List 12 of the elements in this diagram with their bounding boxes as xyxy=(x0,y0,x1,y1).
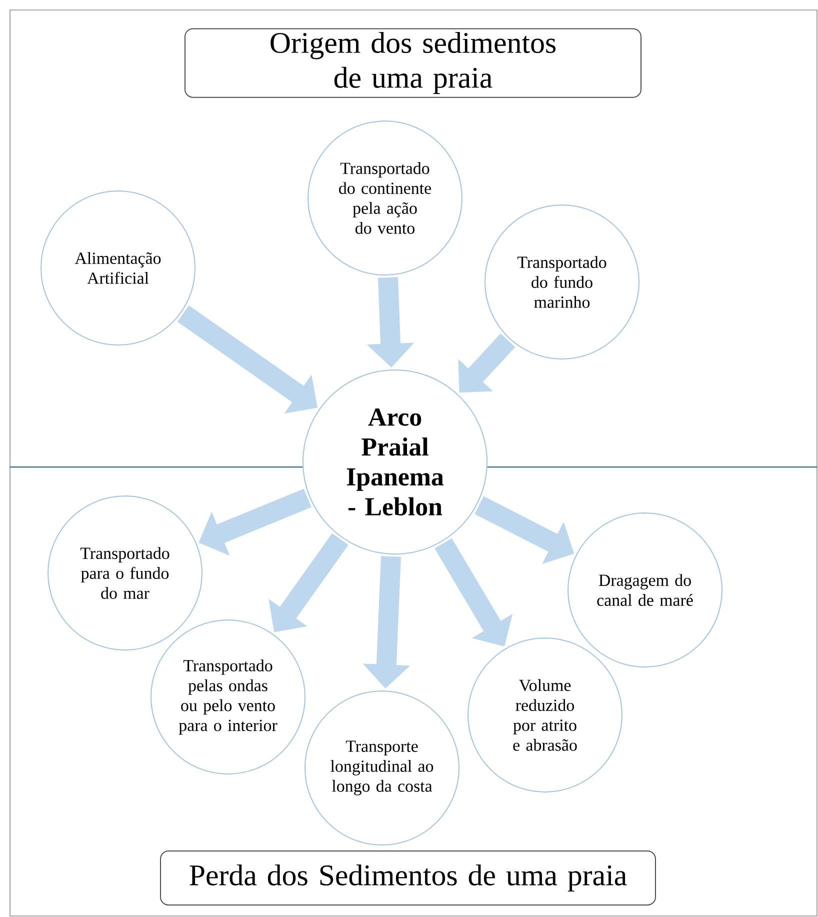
circle-node: Dragagem do canal de maré xyxy=(568,512,722,668)
circle-node: Transporte longitudinal ao longo da costa xyxy=(304,690,460,846)
circle-node: Transportado do continente pela ação do vento xyxy=(308,120,462,276)
circle-node: Alimentação Artificial xyxy=(40,190,196,346)
circle-node: Arco Praial Ipanema - Leblon xyxy=(302,370,488,554)
circle-node: Transportado para o fundo do mar xyxy=(48,496,202,650)
heading-box: Origem dos sedimentos de uma praia xyxy=(184,28,642,98)
circle-node: Transportado pelas ondas ou pelo vento para o interior xyxy=(150,620,306,774)
circle-node: Volume reduzido por atrito e abrasão xyxy=(468,638,622,792)
block-arrow xyxy=(458,333,516,393)
heading-box: Perda dos Sedimentos de uma praia xyxy=(160,850,656,906)
circle-node: Transportado do fundo marinho xyxy=(484,204,640,360)
